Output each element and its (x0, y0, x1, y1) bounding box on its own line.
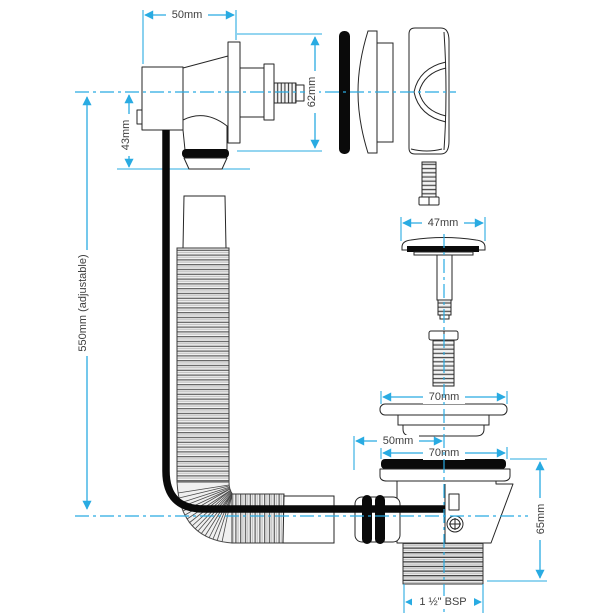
cover-fixing-screw (418, 161, 440, 206)
cover-outline (408, 27, 450, 155)
hose-top-cuff (182, 195, 227, 249)
dimension-labels: 50mm 62mm 43mm 550mm (adjustable) 47mm 5… (76, 9, 548, 609)
label-overflow-width: 50mm (172, 9, 203, 21)
dome-washer-dome (357, 30, 378, 154)
waste-body (354, 459, 514, 585)
waste-flange (379, 468, 511, 482)
label-inlet-offset: 50mm (383, 435, 414, 447)
cover-bottom-curve (410, 148, 443, 152)
extension-lines (142, 10, 547, 613)
label-body-height: 65mm (535, 504, 547, 535)
label-outlet-thread: 1 ½" BSP (419, 596, 466, 608)
elbow-body (141, 66, 184, 131)
elbow-thread-stub (273, 82, 297, 104)
hose-vertical-ribs (176, 247, 230, 483)
overflow-elbow (136, 41, 305, 170)
label-face-height: 62mm (306, 77, 318, 108)
label-plug-diameter: 47mm (428, 217, 459, 229)
centerlines (75, 91, 528, 612)
strainer-cup (402, 424, 485, 437)
inlet-o-ring-2 (375, 495, 385, 544)
screw-small-shank (421, 161, 437, 198)
bsp-thread (402, 542, 484, 585)
waste-detail-slot (448, 493, 460, 511)
elbow-outlet-taper (183, 157, 228, 170)
waste-screw-cross (449, 518, 461, 530)
control-cable (162, 130, 445, 513)
hose-end-cuff (282, 495, 335, 544)
waste-body-main (396, 480, 514, 544)
label-overflow-drop: 43mm (120, 120, 132, 151)
hose-horizontal-ribs (231, 493, 285, 544)
plug-seal (407, 246, 479, 252)
label-hose-length: 550mm (adjustable) (77, 254, 89, 351)
overflow-cover (408, 27, 450, 155)
elbow-outlet-o-ring (182, 149, 229, 158)
elbow-thread-cap (295, 84, 305, 102)
inlet-o-ring-1 (362, 495, 372, 544)
elbow-outlet (182, 115, 228, 151)
